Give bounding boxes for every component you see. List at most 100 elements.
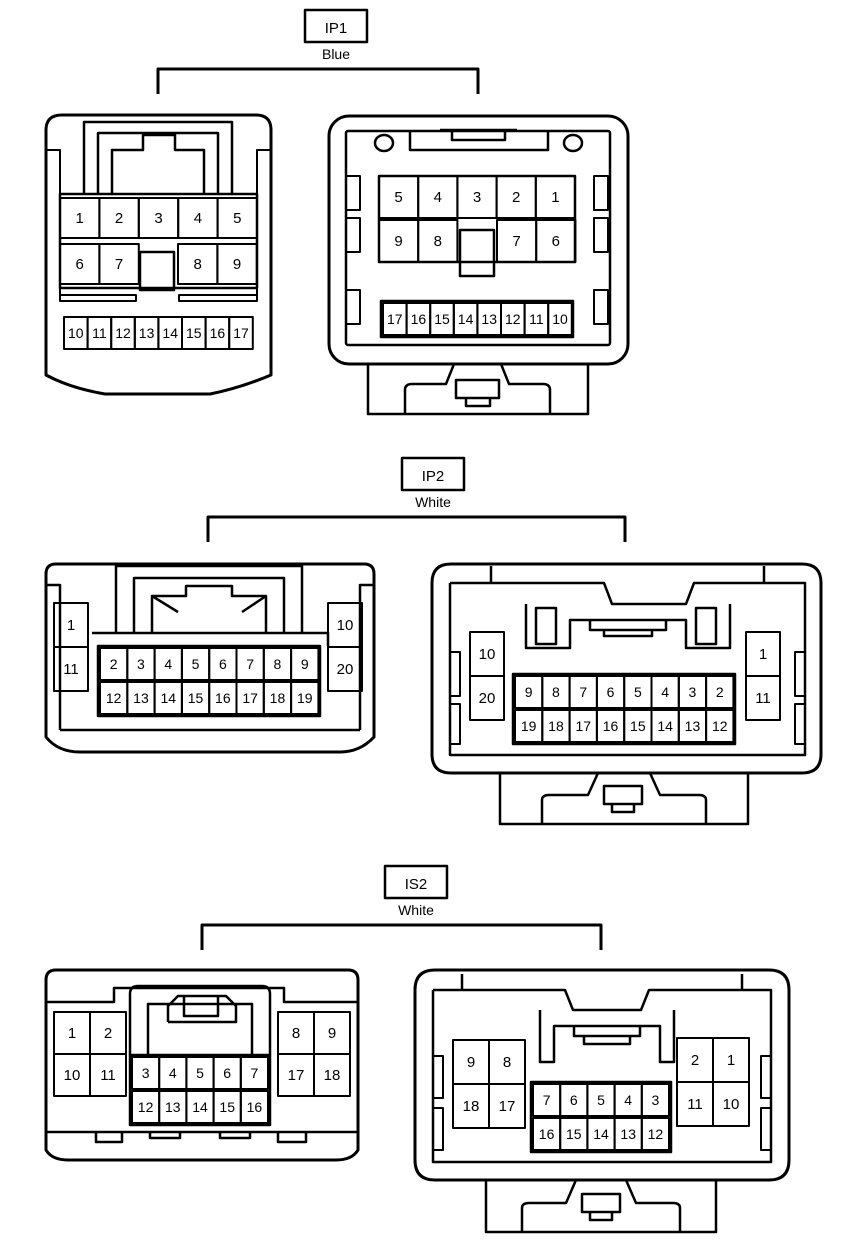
pin-number: 7: [246, 656, 254, 672]
housing-outline: [44, 968, 360, 1162]
pin-number: 12: [505, 311, 521, 327]
pin-number: 8: [194, 256, 202, 273]
latch-outline: [114, 564, 304, 633]
pin-number: 13: [165, 1099, 181, 1115]
pin-number: 18: [270, 690, 286, 706]
pin-number: 10: [337, 617, 354, 634]
pin-number: 15: [188, 690, 204, 706]
pairing-bracket: [156, 67, 480, 94]
keyway-notch: [138, 250, 176, 292]
pin-cell: [705, 675, 735, 709]
pin-field: [511, 672, 737, 746]
pin-number: 18: [548, 718, 564, 734]
pin-number: 11: [92, 325, 107, 341]
pin-number: 19: [521, 718, 537, 734]
pin-cell: [535, 219, 577, 263]
latch-outline: [524, 604, 732, 650]
pin-number: 12: [106, 690, 122, 706]
pin-number: 18: [463, 1098, 480, 1115]
pin-number: 14: [160, 690, 176, 706]
pin-number: 3: [142, 1065, 150, 1081]
pin-number: 11: [687, 1096, 703, 1113]
connector-code-box: [303, 8, 369, 44]
pin-number: 1: [68, 1025, 76, 1042]
pin-number: 2: [115, 210, 123, 227]
pin-number: 17: [387, 311, 403, 327]
keyway-notch: [458, 228, 496, 278]
connector-code-box: [383, 864, 449, 900]
pin-number: 7: [543, 1092, 551, 1108]
pin-number: 4: [169, 1065, 177, 1081]
latch-outline: [538, 1010, 676, 1064]
pin-number: 13: [133, 690, 149, 706]
pin-number: 2: [512, 189, 520, 206]
mounting-hole: [562, 133, 584, 153]
latch-outline: [408, 128, 550, 152]
divider-strip: [59, 294, 137, 302]
pin-number: 4: [661, 684, 669, 700]
pin-number: 3: [652, 1092, 660, 1108]
pin-cell: [712, 1081, 750, 1127]
housing-edge-detail: [46, 986, 358, 1144]
pin-number: 16: [215, 690, 231, 706]
pin-number: 5: [196, 1065, 204, 1081]
pin-number: 9: [525, 684, 533, 700]
pin-number: 6: [76, 256, 84, 273]
pin-number: 2: [104, 1025, 112, 1042]
pin-number: 12: [115, 325, 131, 341]
pin-number: 8: [503, 1054, 511, 1071]
pin-number: 11: [529, 311, 544, 327]
pin-field: [96, 644, 322, 718]
pin-number: 5: [394, 189, 402, 206]
pin-number: 13: [620, 1126, 636, 1142]
pin-number: 8: [274, 656, 282, 672]
pin-number: 20: [479, 690, 496, 707]
side-slot: [345, 289, 361, 325]
pin-number: 2: [110, 656, 118, 672]
pin-number: 16: [247, 1099, 263, 1115]
pin-cell: [290, 681, 320, 715]
lock-tab: [484, 1179, 718, 1234]
pin-number: 3: [473, 189, 481, 206]
pin-number: 7: [115, 256, 123, 273]
pin-number: 6: [570, 1092, 578, 1108]
side-slot: [593, 217, 609, 253]
pin-number: 14: [458, 311, 474, 327]
pin-cell: [327, 646, 363, 692]
housing-outline: [430, 562, 823, 775]
connector-color-label: White: [398, 902, 434, 918]
pin-number: 7: [579, 684, 587, 700]
pin-number: 15: [630, 718, 646, 734]
connector-code: IP1: [325, 20, 348, 37]
pin-number: 9: [301, 656, 309, 672]
side-slot: [794, 703, 806, 745]
pin-number: 11: [100, 1067, 116, 1084]
pin-number: 13: [139, 325, 155, 341]
pin-number: 1: [727, 1052, 735, 1069]
pin-shelf: [92, 631, 330, 646]
pin-number: 11: [755, 690, 771, 707]
pin-number: 4: [434, 189, 442, 206]
pin-cell: [98, 243, 140, 285]
pin-number: 13: [685, 718, 701, 734]
side-slot: [593, 175, 609, 211]
side-slot: [760, 1055, 772, 1099]
pin-number: 5: [233, 210, 241, 227]
housing-outline: [44, 113, 273, 396]
pin-number: 9: [467, 1054, 475, 1071]
side-slot: [449, 703, 461, 745]
pin-number: 8: [552, 684, 560, 700]
pin-number: 11: [63, 661, 79, 678]
pin-field: [128, 1053, 272, 1127]
latch-outline: [82, 120, 234, 194]
pin-number: 4: [194, 210, 202, 227]
pin-number: 2: [716, 684, 724, 700]
side-slot: [449, 651, 461, 697]
connector-code-box: [400, 456, 466, 492]
